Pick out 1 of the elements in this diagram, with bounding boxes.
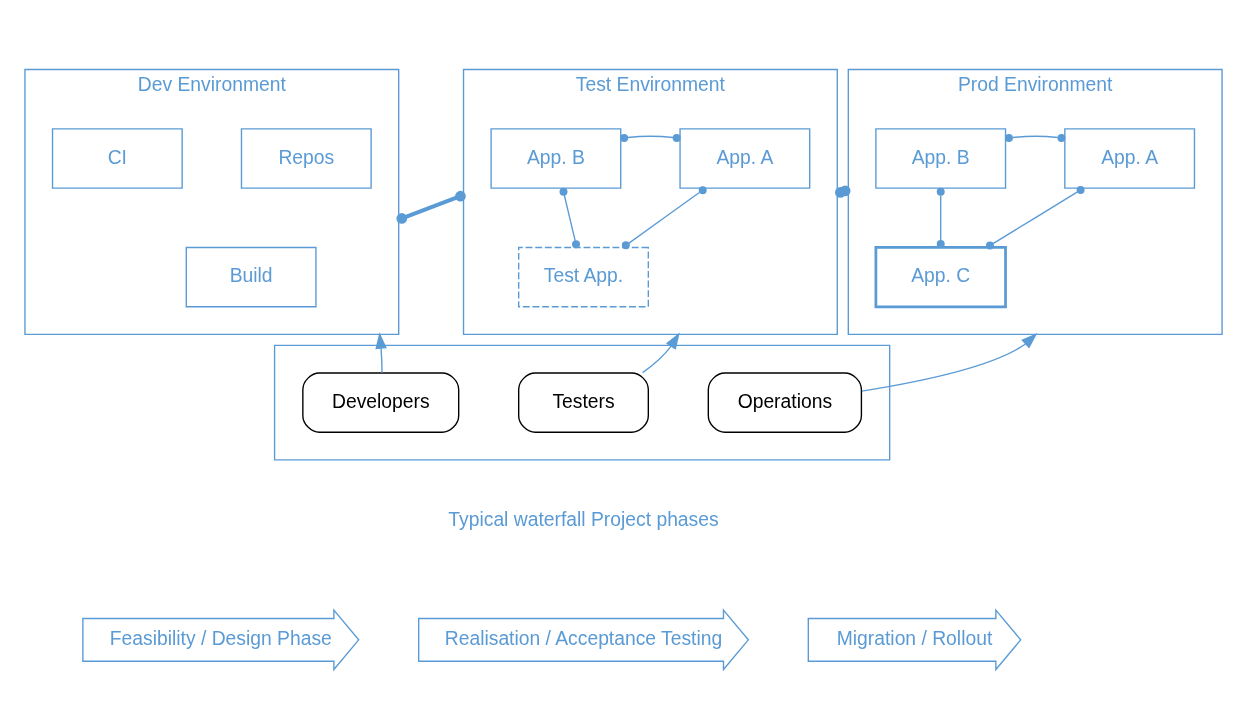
label: Typical waterfall Project phases	[448, 508, 719, 530]
